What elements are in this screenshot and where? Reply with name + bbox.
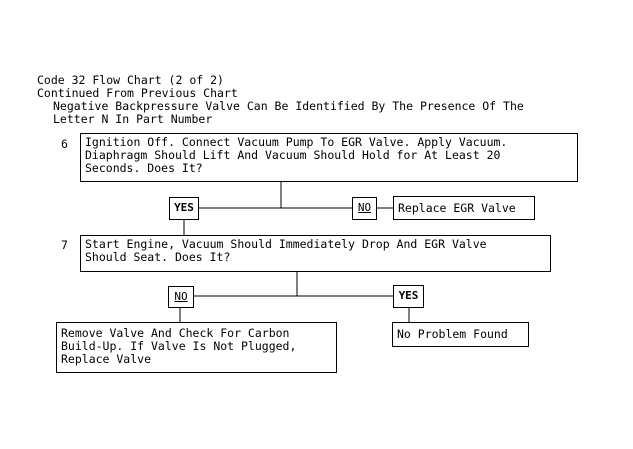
backpressure-note-line2: Letter N In Part Number [53, 112, 213, 126]
continued-note: Continued From Previous Chart [37, 86, 238, 100]
remove-valve-box: Remove Valve And Check For Carbon Build-… [56, 322, 337, 373]
step-6-no-label: NO [352, 197, 377, 220]
step-6-number: 6 [61, 137, 68, 151]
backpressure-note-line1: Negative Backpressure Valve Can Be Ident… [53, 99, 524, 113]
step-7-number: 7 [61, 238, 68, 252]
step-7-yes-label: YES [393, 285, 424, 308]
step-6-yes-label: YES [169, 197, 199, 220]
step-6-box: Ignition Off. Connect Vacuum Pump To EGR… [80, 133, 578, 182]
step-7-box: Start Engine, Vacuum Should Immediately … [80, 235, 551, 272]
step-7-no-label: NO [168, 286, 194, 308]
replace-egr-valve-box: Replace EGR Valve [393, 196, 535, 220]
no-problem-found-box: No Problem Found [392, 322, 529, 347]
chart-title: Code 32 Flow Chart (2 of 2) [37, 73, 224, 87]
